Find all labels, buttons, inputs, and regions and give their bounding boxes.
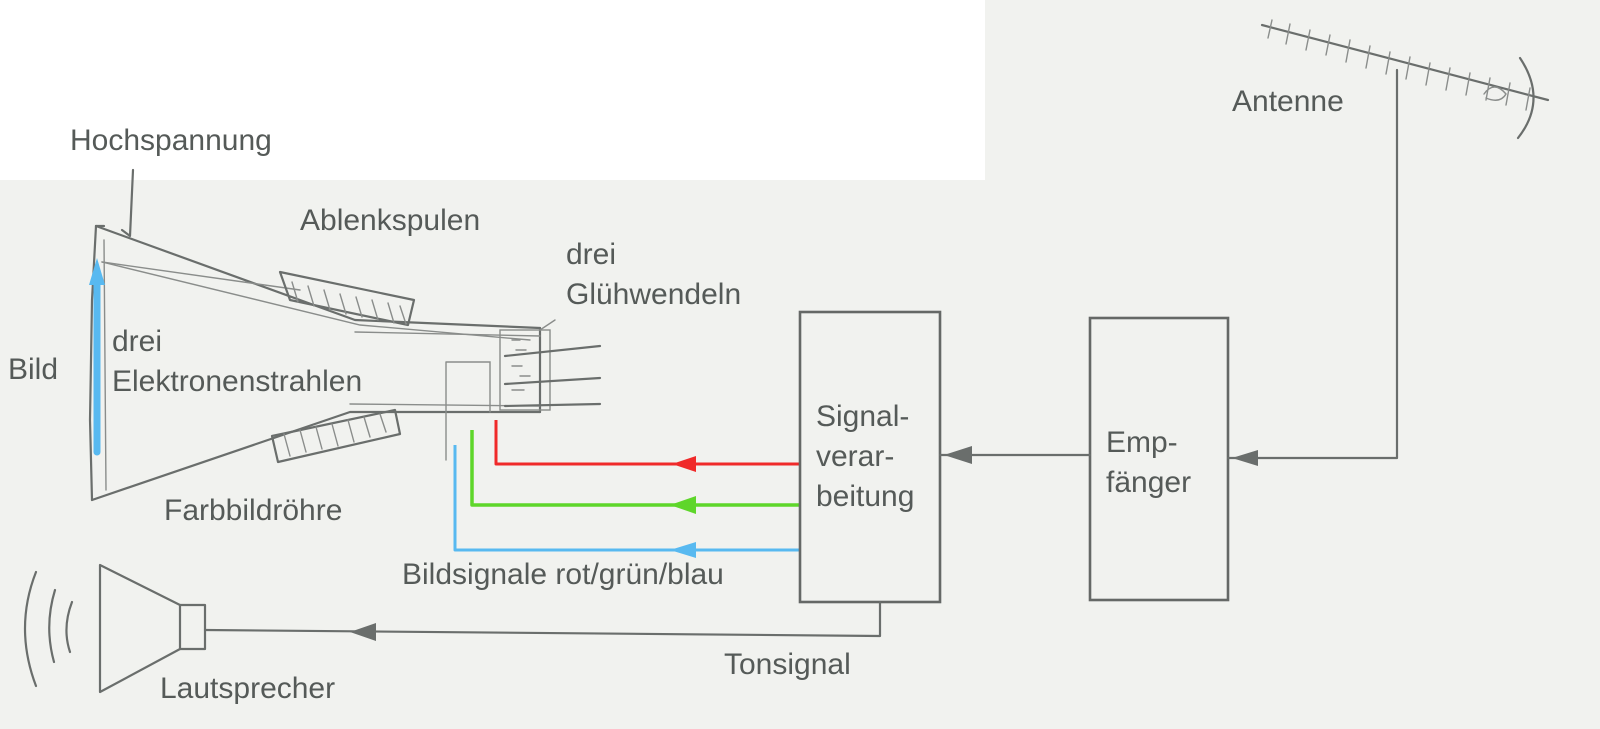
receiver-to-processor-line bbox=[938, 446, 1092, 464]
label-tonsignal: Tonsignal bbox=[724, 648, 851, 681]
signal-processing-box bbox=[798, 310, 942, 604]
picture-arrow-icon bbox=[89, 258, 105, 285]
label-gluehwendeln-2: Glühwendeln bbox=[566, 278, 742, 311]
antenna-to-receiver-line bbox=[1226, 68, 1399, 466]
deflection-coil-top bbox=[278, 270, 416, 327]
electron-guns bbox=[499, 319, 602, 411]
electron-beams bbox=[101, 261, 531, 341]
label-empfaenger-1: Emp- bbox=[1106, 426, 1178, 459]
signal-line-red bbox=[494, 420, 800, 472]
loudspeaker-icon bbox=[98, 563, 207, 694]
label-gluehwendeln-1: drei bbox=[566, 238, 617, 271]
deflection-coil-bottom bbox=[270, 408, 402, 464]
label-hochspannung: Hochspannung bbox=[70, 124, 272, 157]
signal-line-green bbox=[470, 430, 800, 514]
label-farbbildroehre: Farbbildröhre bbox=[164, 494, 343, 527]
antenna-icon bbox=[1260, 19, 1550, 140]
signal-line-blue bbox=[453, 445, 800, 558]
label-lautsprecher: Lautsprecher bbox=[160, 672, 336, 705]
label-empfaenger-2: fänger bbox=[1106, 466, 1192, 499]
label-signalverarbeitung-2: verar- bbox=[816, 440, 895, 473]
hochspannung-pointer bbox=[120, 168, 135, 238]
sound-signal-line bbox=[203, 600, 882, 641]
label-bildsignale: Bildsignale rot/grün/blau bbox=[402, 558, 724, 591]
label-elektronenstrahlen-1: drei bbox=[112, 325, 163, 358]
label-antenne: Antenne bbox=[1232, 85, 1344, 118]
sound-waves-icon bbox=[23, 570, 74, 688]
label-elektronenstrahlen-2: Elektronenstrahlen bbox=[112, 365, 363, 398]
label-bild: Bild bbox=[8, 353, 59, 386]
paper-highlight bbox=[0, 0, 985, 180]
signal-wire-frame bbox=[445, 361, 491, 461]
label-signalverarbeitung-3: beitung bbox=[816, 480, 915, 513]
label-signalverarbeitung-1: Signal- bbox=[816, 400, 910, 433]
label-ablenkspulen: Ablenkspulen bbox=[300, 204, 481, 237]
